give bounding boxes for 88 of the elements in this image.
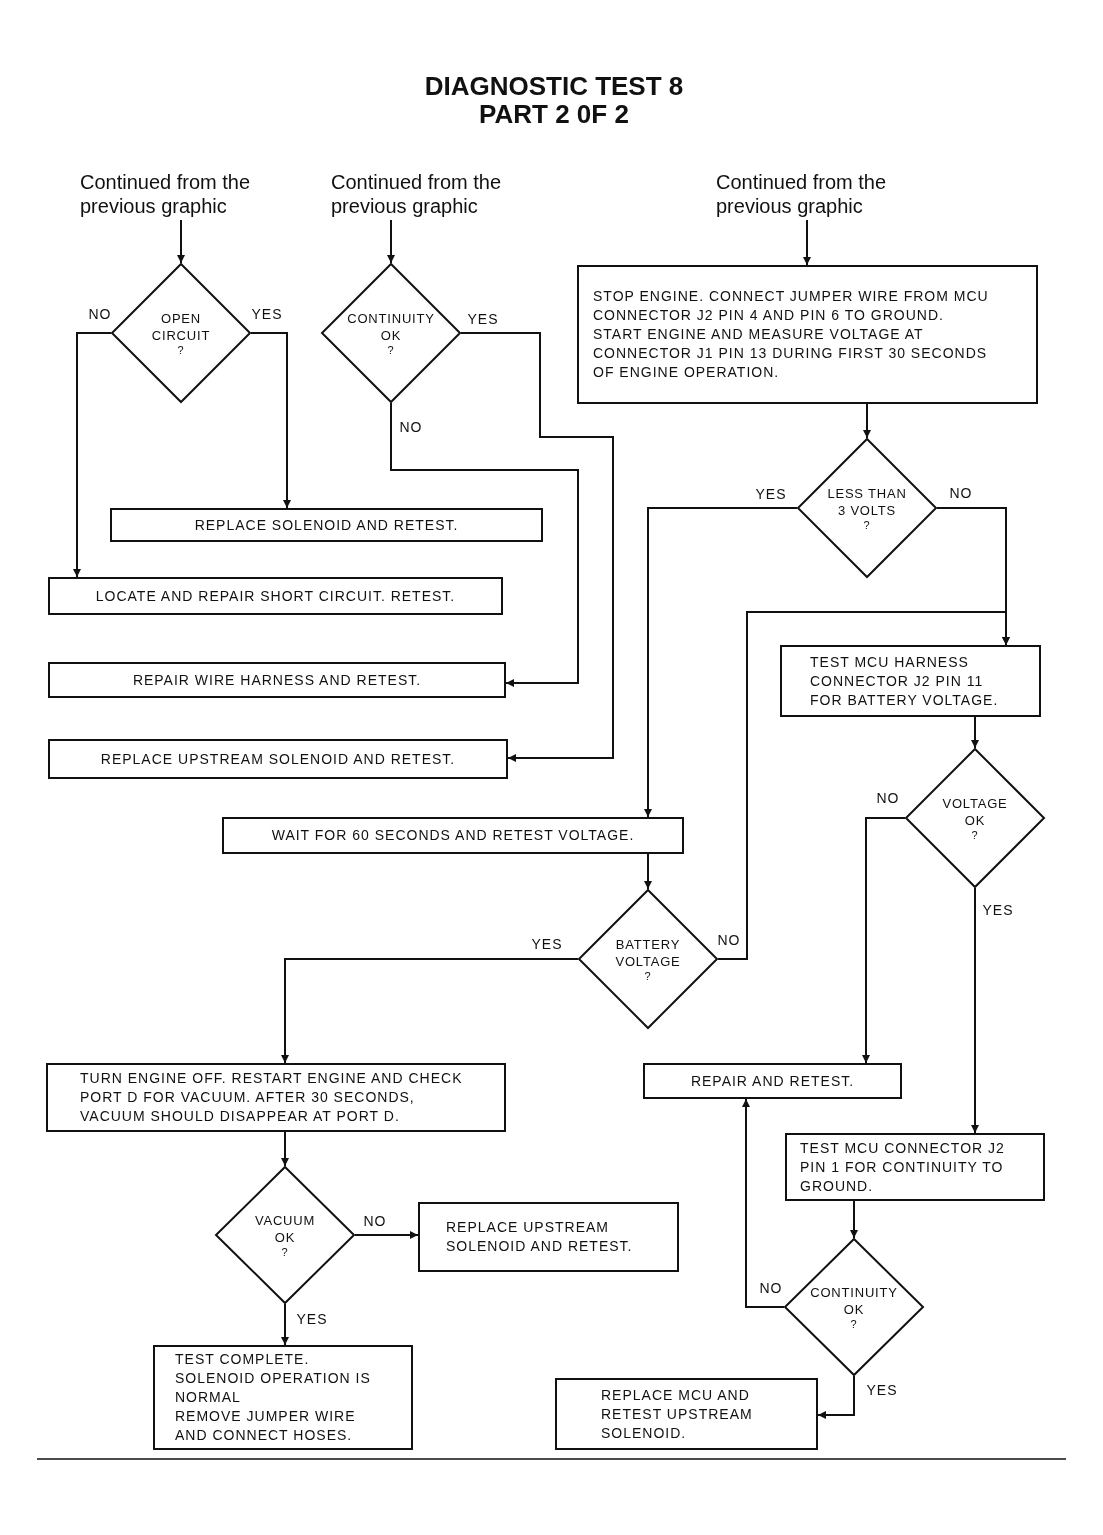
question-text: OPEN CIRCUIT: [150, 309, 212, 344]
process-box: [46, 1063, 506, 1132]
step-text: REPLACE SOLENOID AND RETEST.: [193, 515, 460, 535]
edge-label: NO: [362, 1213, 388, 1229]
flow-arrow: [387, 219, 395, 264]
flow-arrow: [971, 887, 979, 1134]
step-text: SOLENOID OPERATION IS NORMAL: [174, 1369, 372, 1407]
question-text: BATTERY VOLTAGE: [614, 935, 682, 970]
flow-arrow: [177, 219, 185, 264]
flow-arrow: [281, 1131, 289, 1167]
step-text: REPAIR AND RETEST.: [689, 1071, 856, 1091]
edge-label: YES: [754, 486, 788, 502]
question-mark: ?: [387, 343, 395, 357]
edge-label: YES: [295, 1311, 329, 1327]
edge-label: NO: [758, 1280, 784, 1296]
step-text: REPLACE UPSTREAM SOLENOID AND RETEST.: [445, 1218, 634, 1256]
question-mark: ?: [644, 969, 652, 983]
step-text: REPAIR WIRE HARNESS AND RETEST.: [131, 670, 423, 690]
process-box: [418, 1202, 679, 1272]
question-mark: ?: [177, 343, 185, 357]
question-mark: ?: [863, 518, 871, 532]
flow-arrow: [850, 1200, 858, 1239]
decision-diamond: [784, 1238, 924, 1376]
continuation-note: Continued from the previous graphic: [80, 170, 295, 220]
flow-arrow: [354, 1231, 419, 1239]
flow-arrow: [390, 402, 579, 687]
flow-arrow: [281, 958, 579, 1064]
flow-arrow: [73, 332, 112, 578]
step-text: TEST MCU CONNECTOR J2 PIN 1 FOR CONTINUITY TO GROUND.: [799, 1138, 1006, 1196]
decision-diamond: [215, 1166, 355, 1304]
step-text: LOCATE AND REPAIR SHORT CIRCUIT. RETEST.: [94, 586, 457, 606]
process-box: [577, 265, 1038, 404]
edge-label: NO: [87, 306, 113, 322]
continuation-note: Continued from the previous graphic: [331, 170, 546, 220]
step-text: REPLACE UPSTREAM SOLENOID AND RETEST.: [99, 749, 457, 769]
question-text: VOLTAGE OK: [941, 794, 1009, 829]
question-mark: ?: [971, 828, 979, 842]
edge-label: YES: [981, 902, 1015, 918]
step-text: STOP ENGINE. CONNECT JUMPER WIRE FROM MCU CONNECTOR J2 PIN 4 AND PIN 6 TO GROUND. START ENGINE AND MEASURE VOLTAGE AT CONNECTOR J1 PIN 13 DURING FIRST 30 SECONDS OF ENGINE OPERATION.: [592, 287, 990, 382]
edge-label: NO: [948, 485, 974, 501]
process-box: [643, 1063, 902, 1099]
edge-label: YES: [530, 936, 564, 952]
question-mark: ?: [850, 1317, 858, 1331]
process-box: [48, 739, 508, 779]
flow-arrow: [717, 611, 1010, 960]
question-text: VACUUM OK: [253, 1211, 317, 1246]
question-mark: ?: [281, 1245, 289, 1259]
step-text: TEST MCU HARNESS CONNECTOR J2 PIN 11 FOR BATTERY VOLTAGE.: [809, 652, 1000, 710]
flow-arrow: [862, 817, 906, 1064]
decision-diamond: [321, 263, 461, 403]
step-text: WAIT FOR 60 SECONDS AND RETEST VOLTAGE.: [270, 826, 636, 845]
flow-arrow: [281, 1303, 289, 1346]
flow-arrow: [742, 1098, 785, 1308]
process-box: [780, 645, 1041, 717]
decision-diamond: [905, 748, 1045, 888]
process-box: [222, 817, 684, 854]
process-box: [785, 1133, 1045, 1201]
process-box: [48, 662, 506, 698]
process-box: [555, 1378, 818, 1450]
process-box: [153, 1345, 413, 1450]
question-text: CONTINUITY OK: [809, 1283, 899, 1318]
edge-label: YES: [466, 311, 500, 327]
edge-label: NO: [716, 932, 742, 948]
diagram-title: DIAGNOSTIC TEST 8 PART 2 0F 2: [423, 72, 685, 128]
flow-arrow: [971, 716, 979, 749]
flow-arrow: [250, 332, 291, 509]
edge-label: NO: [875, 790, 901, 806]
edge-label: YES: [250, 306, 284, 322]
step-text: REMOVE JUMPER WIRE AND CONNECT HOSES.: [174, 1407, 357, 1445]
decision-diamond: [111, 263, 251, 403]
flow-arrow: [803, 219, 811, 266]
flow-arrow: [817, 1375, 855, 1419]
edge-label: NO: [398, 419, 424, 435]
process-box: [48, 577, 503, 615]
step-text: TURN ENGINE OFF. RESTART ENGINE AND CHECK PORT D FOR VACUUM. AFTER 30 SECONDS, VACUUM SHOULD DISAPPEAR AT PORT D.: [79, 1069, 464, 1126]
process-box: [110, 508, 543, 542]
decision-diamond: [797, 438, 937, 578]
decision-diamond: [578, 889, 718, 1029]
continuation-note: Continued from the previous graphic: [716, 170, 931, 220]
flow-arrow: [460, 332, 614, 762]
step-text: REPLACE MCU AND RETEST UPSTREAM SOLENOID.: [600, 1385, 754, 1443]
flow-arrow: [644, 507, 798, 818]
step-text: TEST COMPLETE.: [174, 1350, 311, 1369]
question-text: CONTINUITY OK: [346, 309, 436, 344]
question-text: LESS THAN 3 VOLTS: [826, 484, 908, 519]
flow-arrow: [863, 403, 871, 439]
edge-label: YES: [865, 1382, 899, 1398]
flow-arrow: [644, 853, 652, 890]
